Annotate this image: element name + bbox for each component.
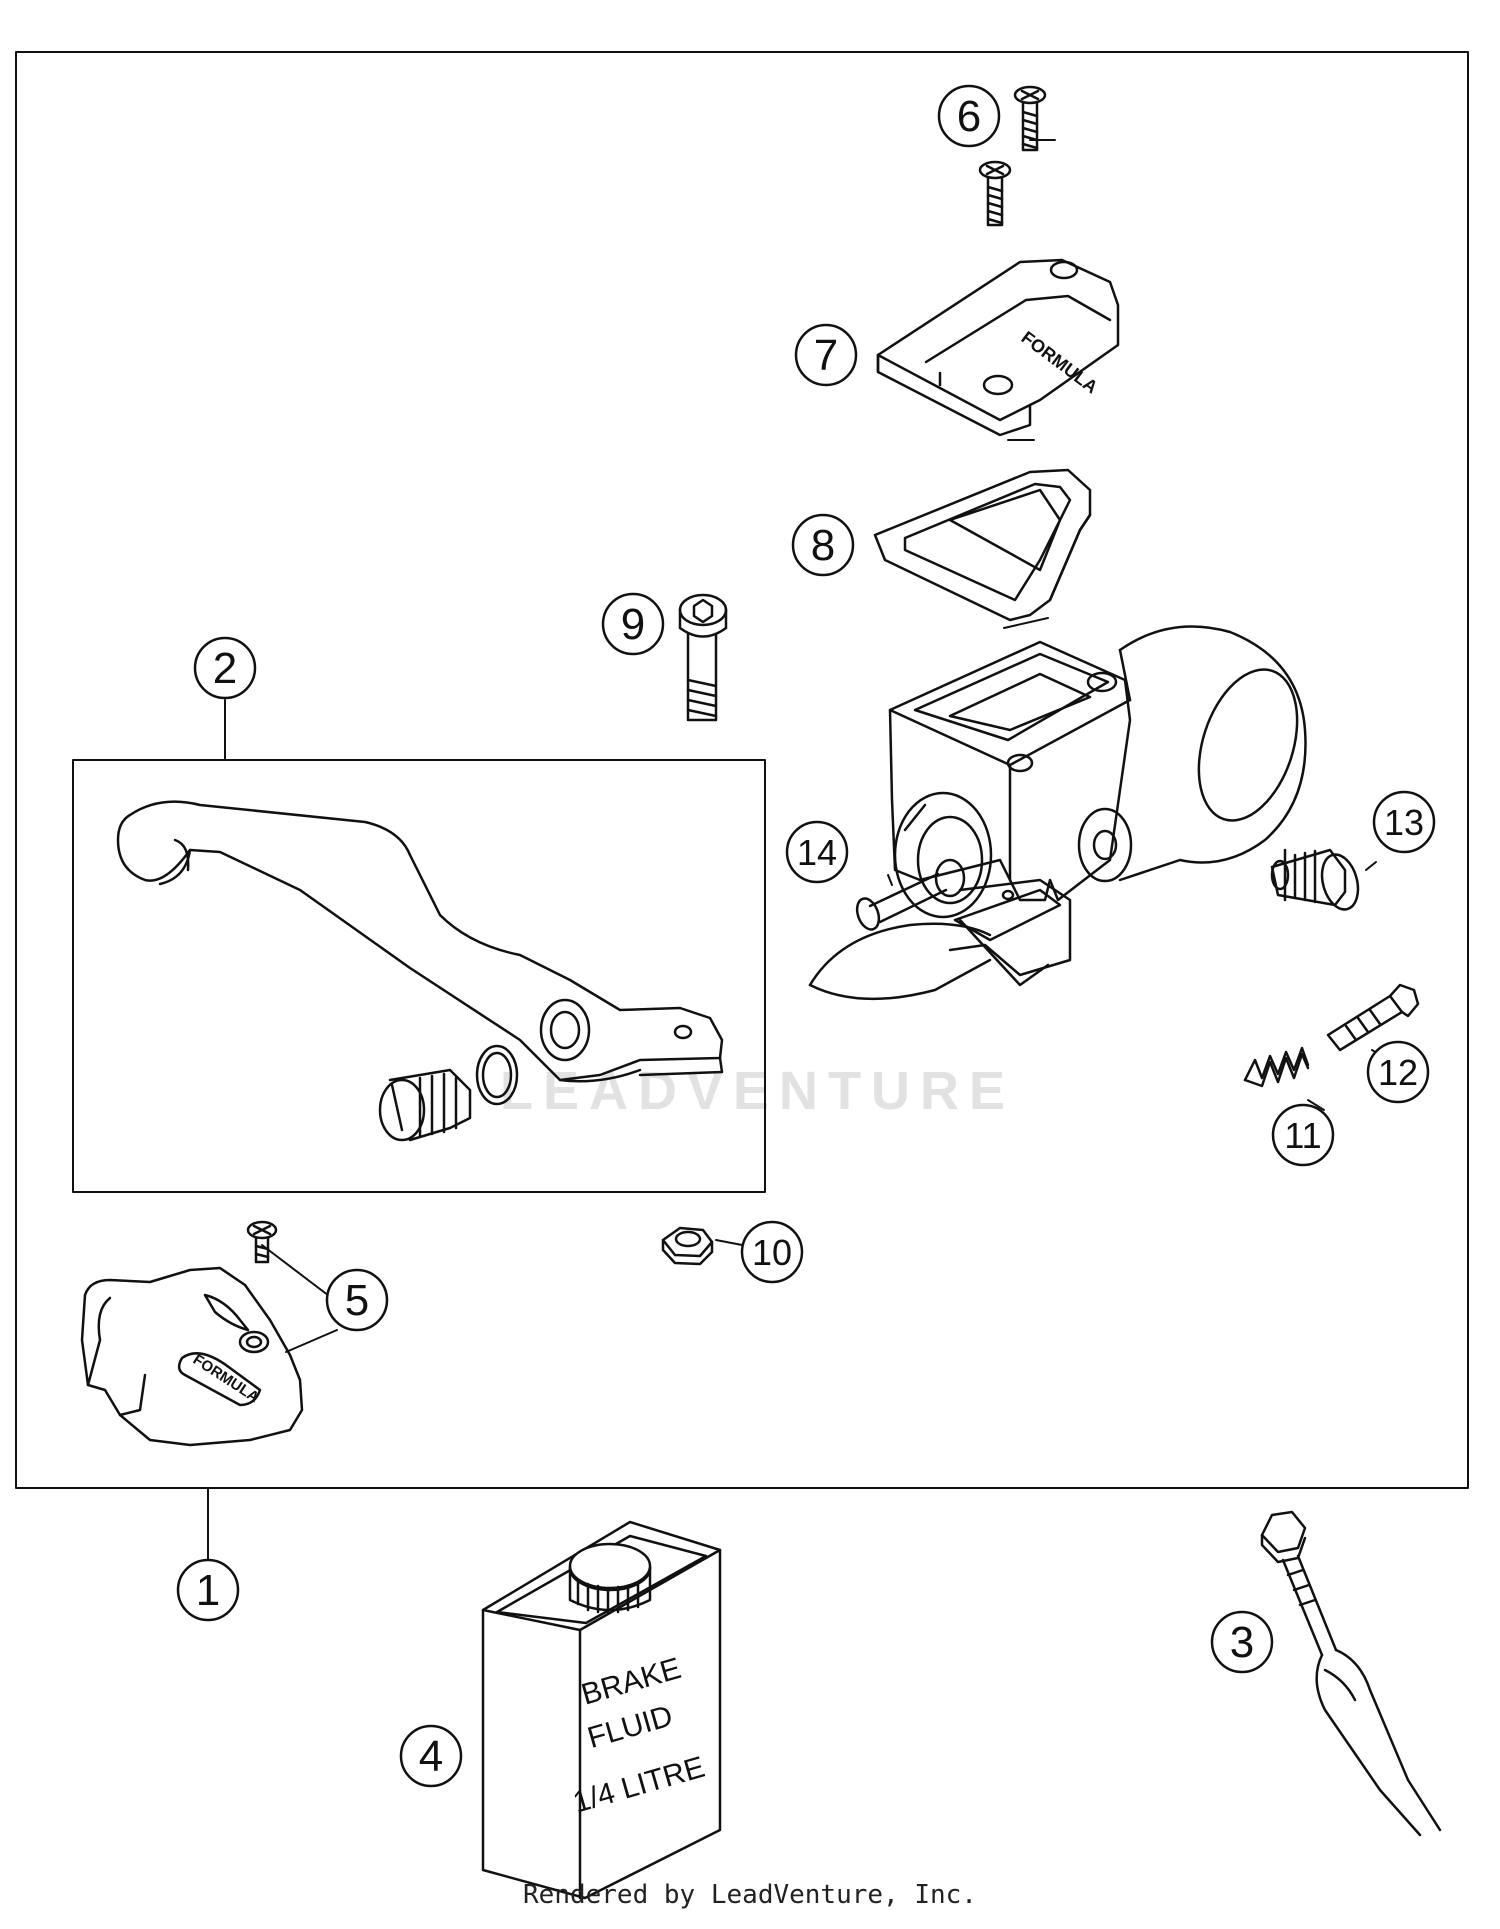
callout-10: 10 xyxy=(740,1220,804,1284)
brake-fluid-bottle-part-4: BRAKE FLUID 1/4 LITRE xyxy=(481,1520,722,1900)
lever-cover-part-5: FORMULA xyxy=(80,1220,304,1447)
reservoir-cover-part-7: FORMULA xyxy=(876,258,1120,437)
brake-lever-part-2 xyxy=(116,800,724,1142)
callout-4: 4 xyxy=(399,1724,463,1788)
svg-text:8: 8 xyxy=(811,521,835,570)
callout-7: 7 xyxy=(794,323,858,387)
svg-text:9: 9 xyxy=(621,600,645,649)
callout-1: 1 xyxy=(176,1558,240,1622)
svg-text:1: 1 xyxy=(196,1566,220,1615)
brake-line-part-3 xyxy=(1260,1510,1442,1837)
bolt-part-9 xyxy=(678,593,728,722)
callout-3: 3 xyxy=(1210,1610,1274,1674)
assembly-frame xyxy=(15,51,1469,1489)
svg-text:6: 6 xyxy=(957,92,981,141)
callout-2: 2 xyxy=(193,636,257,700)
callout-5: 5 xyxy=(325,1268,389,1332)
master-cylinder-body xyxy=(888,625,1307,919)
svg-text:2: 2 xyxy=(213,644,237,693)
callout-12: 12 xyxy=(1366,1040,1430,1104)
svg-text:3: 3 xyxy=(1230,1618,1254,1667)
watermark-text: LEADVENTURE xyxy=(500,1061,1016,1121)
footer-credit: Rendered by LeadVenture, Inc. xyxy=(523,1880,977,1910)
svg-text:13: 13 xyxy=(1384,802,1424,843)
bottle-label-line-3: 1/4 LITRE xyxy=(569,1751,708,1820)
adjust-screw-part-13 xyxy=(1270,848,1360,911)
callout-14: 14 xyxy=(785,820,849,884)
callout-group: 1 2 3 4 5 6 7 8 9 10 11 12 13 14 xyxy=(176,84,1436,1788)
lever-subassembly-frame xyxy=(72,759,766,1193)
svg-text:7: 7 xyxy=(814,331,838,380)
svg-text:11: 11 xyxy=(1284,1115,1321,1156)
diaphragm-part-8 xyxy=(873,468,1092,622)
svg-text:10: 10 xyxy=(752,1232,792,1273)
callout-9: 9 xyxy=(601,592,665,656)
nut-part-10 xyxy=(661,1226,714,1266)
push-rod-part-14 xyxy=(808,858,1072,1001)
leader-lines xyxy=(207,139,1381,1632)
svg-text:4: 4 xyxy=(419,1732,443,1781)
callout-6: 6 xyxy=(937,84,1001,148)
screw-part-6 xyxy=(978,85,1047,227)
callout-13: 13 xyxy=(1372,790,1436,854)
spring-part-11 xyxy=(1243,1046,1310,1088)
bottle-label-line-1: BRAKE xyxy=(578,1652,685,1712)
callout-11: 11 xyxy=(1271,1103,1335,1167)
svg-text:12: 12 xyxy=(1378,1052,1418,1093)
callout-8: 8 xyxy=(791,513,855,577)
svg-text:5: 5 xyxy=(345,1276,369,1325)
svg-text:14: 14 xyxy=(797,832,837,873)
screw-part-12 xyxy=(1326,983,1420,1052)
